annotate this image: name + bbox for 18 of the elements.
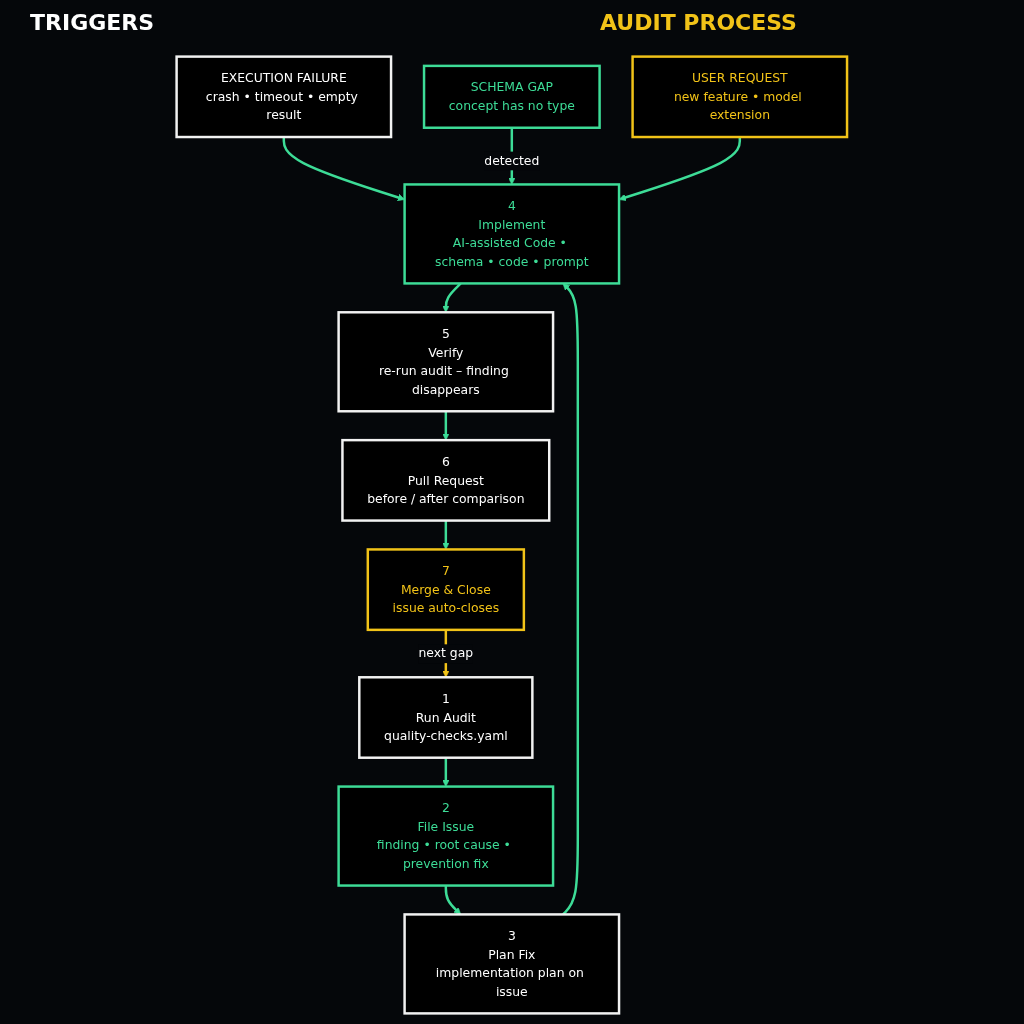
- column-heading: AUDIT PROCESS: [600, 10, 797, 35]
- node-box: 2 File Issue finding • root cause • prevention fix: [337, 785, 555, 887]
- node-box: 1 Run Audit quality-checks.yaml: [358, 676, 534, 759]
- arrow: [442, 520, 450, 550]
- arrow: [442, 757, 450, 787]
- edge-label: detected: [484, 153, 540, 168]
- column-heading: TRIGGERS: [30, 10, 155, 35]
- node-box: EXECUTION FAILURE crash • timeout • empty result: [175, 55, 393, 139]
- node-box: SCHEMA GAP concept has no type: [423, 64, 601, 129]
- node-box: 3 Plan Fix implementation plan on issue: [403, 913, 621, 1015]
- node-box: 7 Merge & Close issue auto-closes: [366, 548, 526, 632]
- node-box: 5 Verify re-run audit – finding disappears: [337, 311, 555, 413]
- node-box: 6 Pull Request before / after comparison: [341, 438, 551, 522]
- edge-label: next gap: [418, 645, 474, 661]
- arrow: [442, 411, 450, 441]
- arrow: [444, 885, 462, 915]
- node-box: 4 Implement AI-assisted Code • schema • code • prompt: [403, 183, 621, 285]
- node-box: USER REQUEST new feature • model extension: [631, 55, 849, 139]
